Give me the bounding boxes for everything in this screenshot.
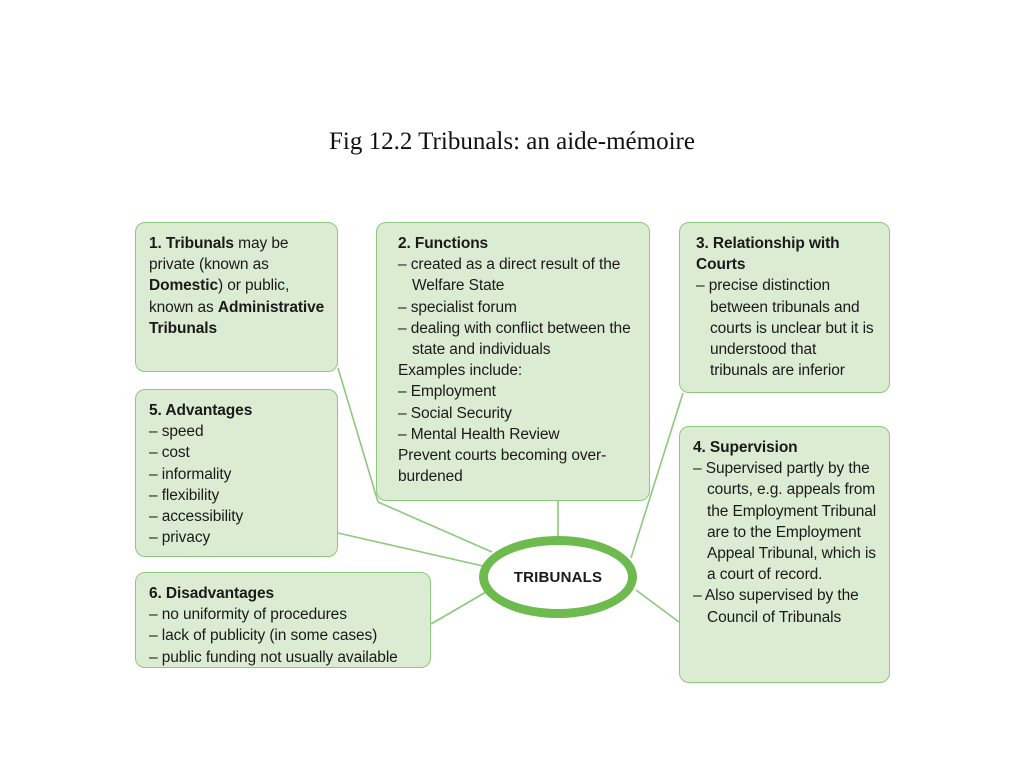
box2-item: – specialist forum: [398, 298, 517, 316]
box-supervision: 4. Supervision – Supervised partly by th…: [679, 426, 890, 683]
box5-item: – informality: [149, 465, 232, 483]
box5-item: – accessibility: [149, 508, 244, 526]
box5-item: – flexibility: [149, 486, 220, 504]
box3-item: – precise distinction between tribunals …: [696, 277, 874, 380]
connector-box1: [337, 367, 379, 503]
box2-note: Prevent courts becoming over-burdened: [398, 447, 607, 486]
box4-item: – Also supervised by the Council of Trib…: [693, 587, 859, 626]
box6-item: – lack of publicity (in some cases): [149, 627, 378, 645]
box2-item: – created as a direct result of the Welf…: [398, 256, 621, 295]
box-disadvantages: 6. Disadvantages – no uniformity of proc…: [135, 572, 431, 668]
figure-title: Fig 12.2 Tribunals: an aide-mémoire: [329, 128, 695, 155]
connector-box1-hub: [377, 501, 493, 553]
box5-item: – cost: [149, 444, 190, 462]
box2-heading: 2. Functions: [398, 235, 489, 252]
box6-heading: 6. Disadvantages: [149, 585, 275, 602]
box6-item: – public funding not usually available: [149, 648, 398, 666]
box-tribunals-types: 1. Tribunals may be private (known as Do…: [135, 222, 338, 372]
box5-item: – speed: [149, 423, 204, 441]
box1-title: 1. Tribunals: [149, 235, 234, 252]
box6-item: – no uniformity of procedures: [149, 606, 347, 624]
box5-item: – privacy: [149, 529, 211, 547]
hub-tribunals: TRIBUNALS: [479, 536, 637, 618]
connector-box4: [635, 589, 680, 623]
connector-box5: [337, 532, 484, 567]
connector-box6: [430, 591, 487, 625]
box2-examples-label: Examples include:: [398, 362, 523, 380]
box-relationship-with-courts: 3. Relationship with Courts – precise di…: [679, 222, 890, 393]
connector-box3: [630, 392, 684, 559]
box1-text-a: may be private (known as: [149, 235, 289, 274]
box-functions: 2. Functions – created as a direct resul…: [376, 222, 650, 501]
hub-label: TRIBUNALS: [513, 568, 603, 586]
box-advantages: 5. Advantages – speed – cost – informali…: [135, 389, 338, 557]
box2-example: – Employment: [398, 383, 496, 401]
box4-item: – Supervised partly by the courts, e.g. …: [693, 460, 877, 584]
box1-text-b: ) or public, known as: [149, 277, 290, 316]
box2-item: – dealing with conflict between the stat…: [398, 319, 631, 359]
box2-example: – Social Security: [398, 404, 512, 422]
box3-heading: 3. Relationship with Courts: [696, 235, 840, 274]
box5-heading: 5. Advantages: [149, 402, 253, 419]
box4-heading: 4. Supervision: [693, 439, 798, 456]
box1-administrative: Administrative Tribunals: [149, 298, 325, 337]
box2-example: – Mental Health Review: [398, 425, 560, 443]
box1-domestic: Domestic: [149, 277, 218, 295]
